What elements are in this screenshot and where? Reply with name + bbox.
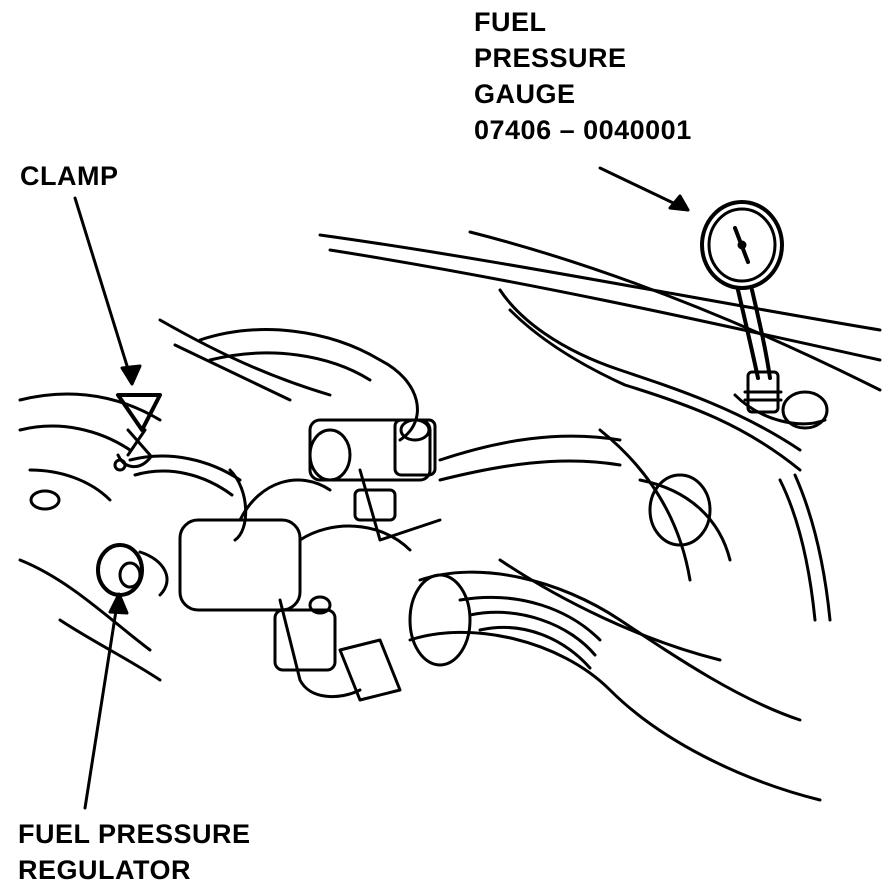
fuel-pressure-gauge-label: FUEL PRESSURE GAUGE 07406 – 0040001: [474, 4, 692, 148]
hood-lines: [158, 230, 882, 402]
air-intake-duct: [408, 428, 822, 802]
clamp-icon: [113, 393, 162, 472]
gauge-label-line3: GAUGE: [474, 79, 576, 109]
gauge-label-line1: FUEL: [474, 7, 547, 37]
clamp-label-text: CLAMP: [20, 161, 119, 191]
fuel-pressure-regulator-label: FUEL PRESSURE REGULATOR: [18, 816, 251, 888]
clamp-leader-arrow: [73, 196, 134, 384]
fuel-pressure-regulator-icon: [96, 543, 169, 597]
intake-plenum: [178, 328, 419, 702]
left-fender: [18, 392, 162, 682]
regulator-label-line2: REGULATOR: [18, 855, 191, 885]
leader-arrows: [73, 166, 690, 810]
hoses: [128, 288, 832, 662]
gauge-hose: [733, 288, 829, 430]
clamp-label: CLAMP: [20, 158, 119, 194]
gauge-part-number: 07406 – 0040001: [474, 115, 692, 145]
regulator-label-line1: FUEL PRESSURE: [18, 819, 251, 849]
regulator-leader-arrow: [83, 596, 120, 810]
fuel-pressure-gauge-icon: [700, 200, 784, 290]
gauge-label-line2: PRESSURE: [474, 43, 627, 73]
fuel-rail: [308, 418, 622, 542]
